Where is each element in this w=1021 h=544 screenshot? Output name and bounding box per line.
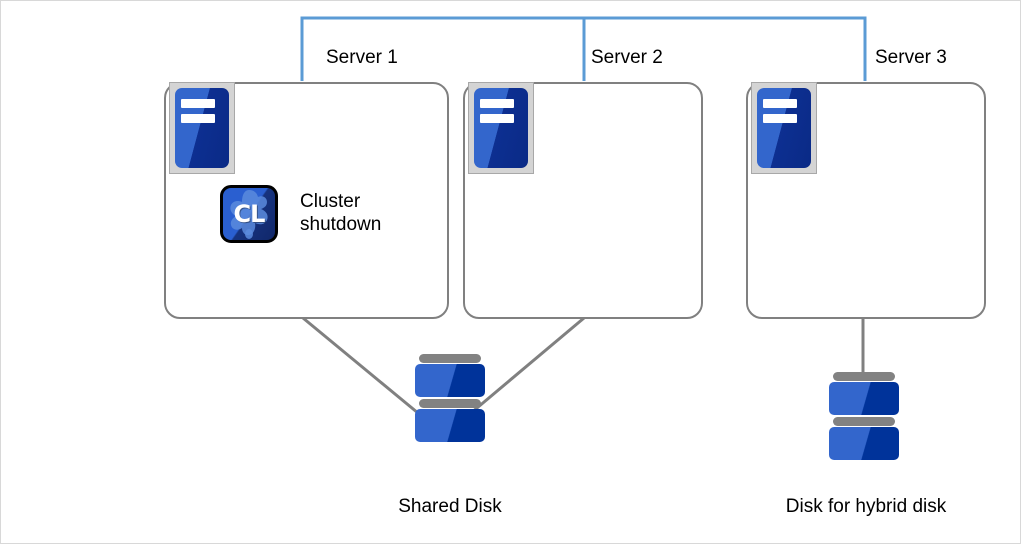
server-label-3: Server 3 [875,47,947,68]
shared-disk-caption: Shared Disk for hybrid disk resource [300,471,600,543]
server-led-bar [480,99,514,109]
server-label-2: Server 2 [591,47,663,68]
local-disk-icon[interactable] [829,372,899,460]
server-led-bar [763,113,797,123]
server-led-bar [480,113,514,123]
shared-disk-caption-line1: Shared Disk [398,495,502,517]
server-led-bar [181,99,215,109]
cluster-cl-label: CL [233,200,266,228]
server-box-3[interactable] [746,82,986,319]
server-led-bar [763,99,797,109]
server-chassis-3 [757,88,811,168]
cluster-shutdown-label-line2: shutdown [300,214,382,236]
connector-server1-shared-disk [302,316,419,415]
disk-platter [415,409,485,442]
server-led-bar [181,113,215,123]
shared-disk-icon[interactable] [415,354,485,442]
cluster-splat-shape [230,190,268,239]
disk-platter [829,382,899,415]
disk-cap [833,417,895,426]
cluster-cl-icon[interactable]: CL [220,185,278,243]
disk-platter [415,364,485,397]
server-chassis-2 [474,88,528,168]
network-bus [300,16,867,81]
server-machine-icon-1 [169,82,235,174]
local-disk-caption-line1: Disk for hybrid disk [785,495,947,517]
server-machine-icon-3 [751,82,817,174]
cluster-shutdown-label: Cluster shutdown [300,190,381,236]
cluster-shutdown-label-line1: Cluster [300,191,361,212]
disk-platter [829,427,899,460]
server-machine-icon-2 [468,82,534,174]
disk-cap [419,354,481,363]
server-chassis-1 [175,88,229,168]
local-disk-caption: Disk for hybrid disk resource [736,471,996,543]
disk-cap [833,372,895,381]
connector-server2-shared-disk [470,316,585,415]
disk-cap [419,399,481,408]
server-label-1: Server 1 [326,47,398,68]
